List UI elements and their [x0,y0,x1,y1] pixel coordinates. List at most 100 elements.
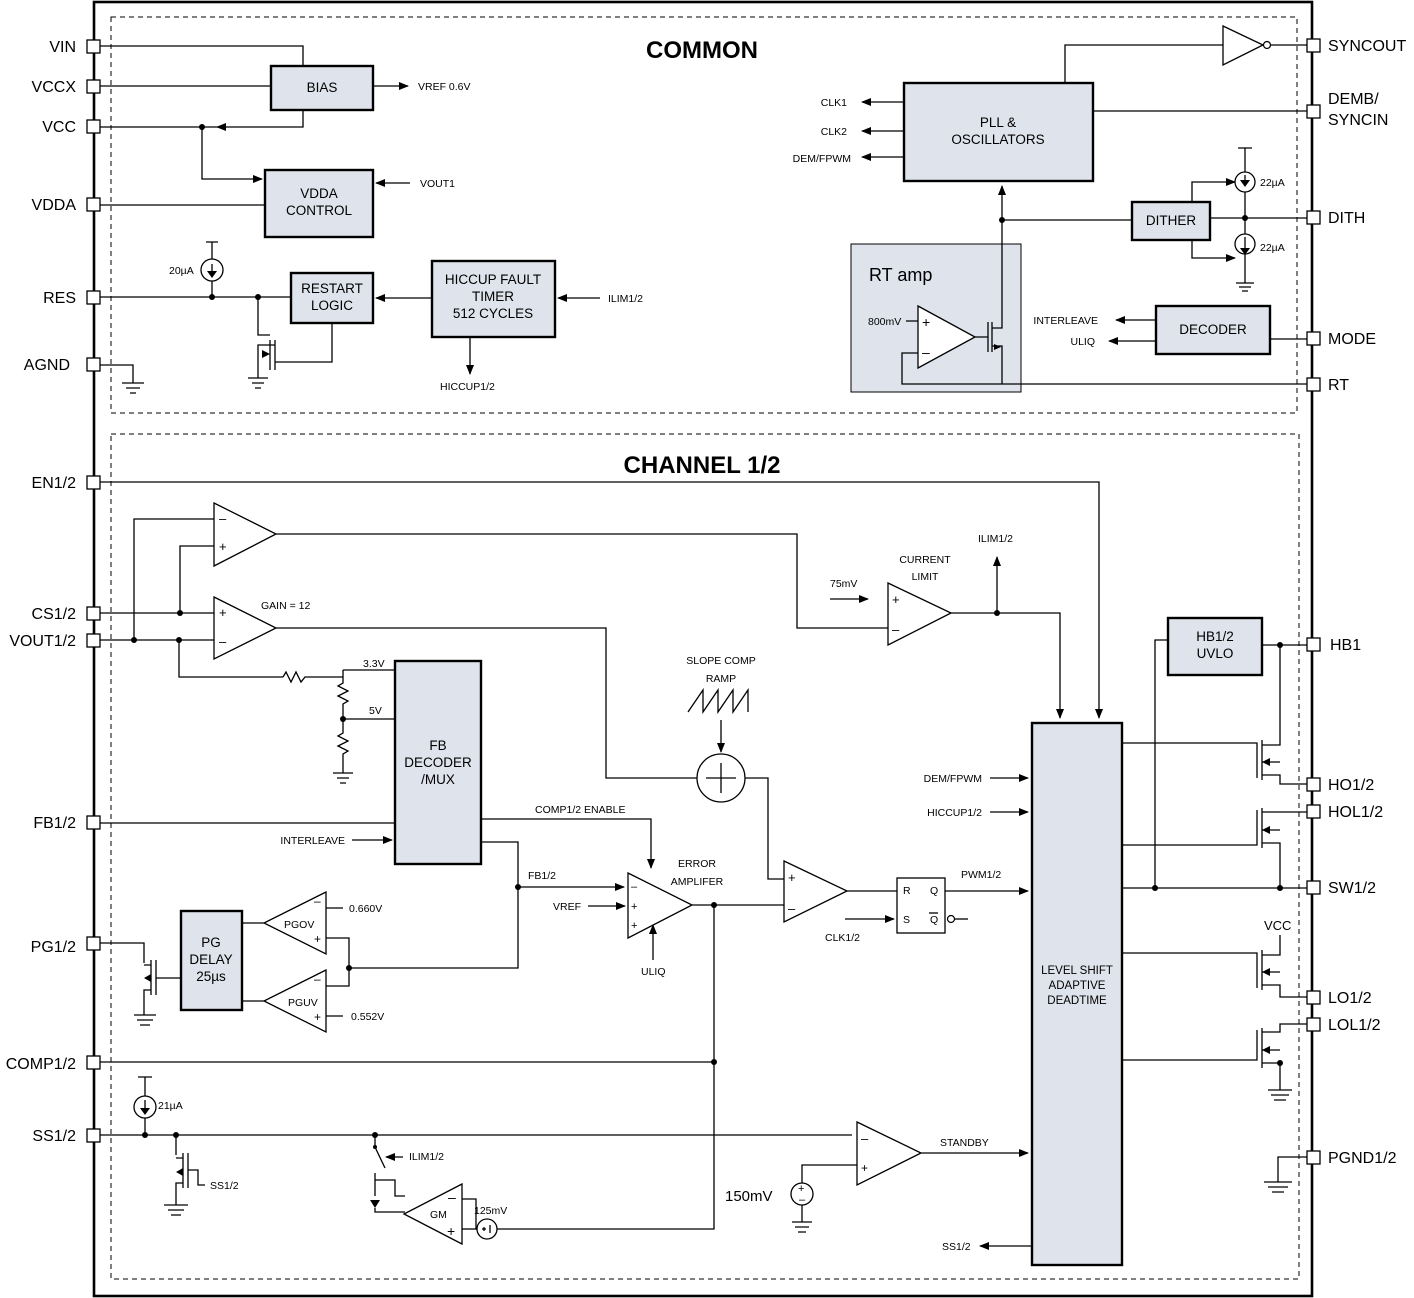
mv150-label: 150mV [725,1188,773,1205]
err-label-2: AMPLIFER [671,876,724,888]
decoder-label: DECODER [1179,322,1247,337]
i21-label: 21µA [158,1100,183,1112]
mv75-label: 75mV [830,578,857,590]
pin-pg: PG1/2 [31,939,76,956]
ls-label-2: ADAPTIVE [1049,980,1106,992]
ls-label-3: DEADTIME [1047,995,1107,1007]
pll-block [902,81,1095,183]
interleave-label: INTERLEAVE [1033,315,1098,327]
pguv-label: PGUV [288,997,318,1009]
common-heading: COMMON [646,37,758,64]
pin-sw: SW1/2 [1328,880,1376,897]
uliq2-label: ULIQ [641,966,666,978]
svg-text:+: + [631,901,637,913]
pin-lol: LOL1/2 [1328,1017,1381,1034]
channel-heading: CHANNEL 1/2 [624,452,781,479]
pin-vcc: VCC [42,119,76,136]
vcc-label: VCC [1264,918,1291,933]
vref-label: VREF [553,901,581,913]
curlim-label-2: LIMIT [912,571,939,583]
fb12-label: FB1/2 [528,870,556,882]
pin-ss: SS1/2 [32,1128,76,1145]
clk2-label: CLK2 [821,126,847,138]
pin-rt: RT [1328,377,1349,394]
right-pins [1306,38,1321,1165]
pin-agnd: AGND [24,357,70,374]
sr-latch [896,877,946,934]
i20-label: 20µA [169,265,194,277]
svg-text:–: – [922,344,930,360]
clk12-label: CLK1/2 [825,932,860,944]
svg-text:+: + [631,920,637,932]
svg-text:+: + [798,1183,804,1195]
svg-text:+: + [219,605,227,620]
v660-label: 0.660V [349,903,382,915]
pg-label-3: 25µs [196,969,226,984]
pin-res: RES [43,290,76,307]
rtamp-label: RT amp [869,265,932,285]
svg-text:–: – [861,1131,869,1146]
ls-label-1: LEVEL SHIFT [1041,965,1113,977]
pin-pgnd: PGND1/2 [1328,1150,1397,1167]
svg-text:+: + [892,592,900,607]
svg-text:+: + [314,1010,321,1024]
pin-vccx: VCCX [32,79,77,96]
curlim-label-1: CURRENT [899,554,951,566]
bias-label: BIAS [307,80,338,95]
pin-vin: VIN [49,39,76,56]
restart-block [289,271,375,325]
svg-text:+: + [219,539,227,554]
v5-label: 5V [369,705,382,717]
gain-label: GAIN = 12 [261,600,310,612]
svg-text:+: + [861,1161,868,1175]
interleave2-label: INTERLEAVE [280,835,345,847]
pwm-label: PWM1/2 [961,869,1001,881]
fb-mux-label-1: FB [429,738,446,753]
hiccup-label-3: 512 CYCLES [453,306,533,321]
channel-region [110,433,1300,1280]
gm-label: GM [430,1209,447,1221]
clk1-label: CLK1 [821,97,847,109]
ilim-label: ILIM1/2 [608,293,643,305]
pg-delay-block [179,909,244,1012]
pin-hol: HOL1/2 [1328,804,1383,821]
latch-r: R [903,885,911,897]
standby-label: STANDBY [940,1137,989,1149]
i22a-label: 22µA [1260,177,1285,189]
err-label-1: ERROR [678,858,716,870]
pin-fb: FB1/2 [33,815,76,832]
svg-text:–: – [892,622,900,637]
fb-mux-label-3: /MUX [421,772,455,787]
svg-text:–: – [799,1194,806,1206]
svg-text:+: + [788,870,796,885]
hb-label-1: HB1/2 [1196,629,1234,644]
hb-uvlo-block [1166,616,1264,677]
pin-ho: HO1/2 [1328,777,1374,794]
hiccup-label-2: TIMER [472,289,514,304]
svg-text:–: – [314,894,321,908]
v33-label: 3.3V [363,658,385,670]
ilim3-label: ILIM1/2 [409,1151,444,1163]
hiccup-out-label: HICCUP1/2 [440,381,495,393]
pg-label-2: DELAY [189,952,232,967]
left-pins [86,39,101,1143]
decoder-block [1154,304,1272,356]
vdda-label-1: VDDA [300,186,338,201]
pin-syncout: SYNCOUT [1328,38,1406,55]
demfpwm-label: DEM/FPWM [793,153,851,165]
slope-label-2: RAMP [706,673,736,685]
pin-comp: COMP1/2 [6,1056,76,1073]
pin-hb1: HB1 [1330,637,1361,654]
ss12a-label: SS1/2 [210,1180,239,1192]
pin-dith: DITH [1328,210,1365,227]
pll-label-1: PLL & [980,115,1016,130]
restart-label-2: LOGIC [311,298,353,313]
hiccup-label-1: HICCUP FAULT [445,272,541,287]
pin-cs: CS1/2 [32,606,77,623]
hb-label-2: UVLO [1197,646,1234,661]
bias-block [269,64,375,112]
ss12b-label: SS1/2 [942,1241,971,1253]
common-region [110,16,1298,414]
pin-lo: LO1/2 [1328,990,1372,1007]
